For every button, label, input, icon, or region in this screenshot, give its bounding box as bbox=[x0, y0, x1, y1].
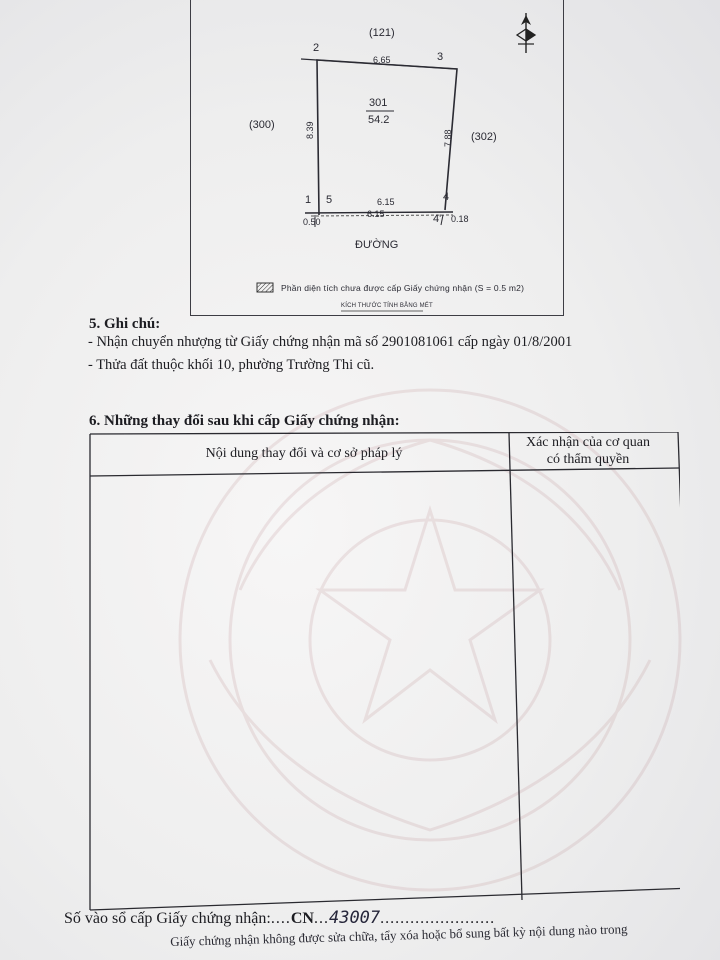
notes-title: 5. Ghi chú: bbox=[89, 316, 161, 332]
emblem-watermark-icon bbox=[178, 388, 682, 892]
point-4-prime-label: 4' bbox=[433, 213, 442, 225]
edge-bottom-outer-length: 6.15 bbox=[367, 209, 385, 219]
col-confirm-header-line2: có thẩm quyền bbox=[546, 452, 630, 467]
note-line-2: - Thửa đất thuộc khối 10, phường Trường … bbox=[88, 357, 375, 373]
point-2-label: 2 bbox=[313, 42, 320, 54]
registry-prefix: CN bbox=[290, 910, 314, 927]
offset-left-length: 0.50 bbox=[303, 217, 321, 227]
parcel-number: 301 bbox=[369, 97, 388, 109]
plot-diagram: (121) (300) (302) 301 54.2 2 3 1 5 4 4' … bbox=[190, 0, 564, 316]
registry-number-handwritten: 43007 bbox=[328, 908, 381, 928]
legend-text: Phần diện tích chưa được cấp Giấy chứng … bbox=[281, 283, 525, 293]
point-4-label: 4 bbox=[443, 191, 450, 203]
point-3-label: 3 bbox=[437, 51, 444, 63]
scale-note: KÍCH THƯỚC TÍNH BẰNG MÉT bbox=[341, 303, 433, 309]
changes-table-grid bbox=[89, 432, 680, 911]
left-neighbor-label: (300) bbox=[249, 119, 275, 131]
top-neighbor-label: (121) bbox=[369, 27, 395, 39]
road-label: ĐƯỜNG bbox=[355, 239, 399, 251]
offset-right-length: 0.18 bbox=[451, 214, 469, 224]
point-1-label: 1 bbox=[305, 194, 312, 206]
parcel-area: 54.2 bbox=[368, 114, 390, 126]
plot-outline bbox=[256, 58, 458, 312]
col-content-header: Nội dung thay đổi và cơ sở pháp lý bbox=[205, 446, 403, 461]
changes-table: Nội dung thay đổi và cơ sở pháp lý Xác n… bbox=[88, 432, 680, 914]
changes-title: 6. Những thay đổi sau khi cấp Giấy chứng… bbox=[89, 413, 400, 429]
edge-right-length: 7.88 bbox=[443, 129, 453, 147]
point-5-label: 5 bbox=[326, 194, 333, 206]
note-line-1: - Nhận chuyển nhượng từ Giấy chứng nhận … bbox=[88, 334, 573, 350]
edge-top-length: 6.65 bbox=[373, 55, 391, 65]
right-neighbor-label: (302) bbox=[471, 131, 497, 143]
north-arrow-icon bbox=[515, 13, 537, 53]
col-confirm-header-line1: Xác nhận của cơ quan bbox=[525, 435, 650, 450]
registry-label: Số vào sổ cấp Giấy chứng nhận: bbox=[64, 910, 271, 927]
registry-line: Số vào sổ cấp Giấy chứng nhận:....CN...4… bbox=[64, 908, 496, 928]
edge-bottom-inner-length: 6.15 bbox=[377, 197, 395, 207]
edge-left-length: 8.39 bbox=[305, 121, 315, 139]
